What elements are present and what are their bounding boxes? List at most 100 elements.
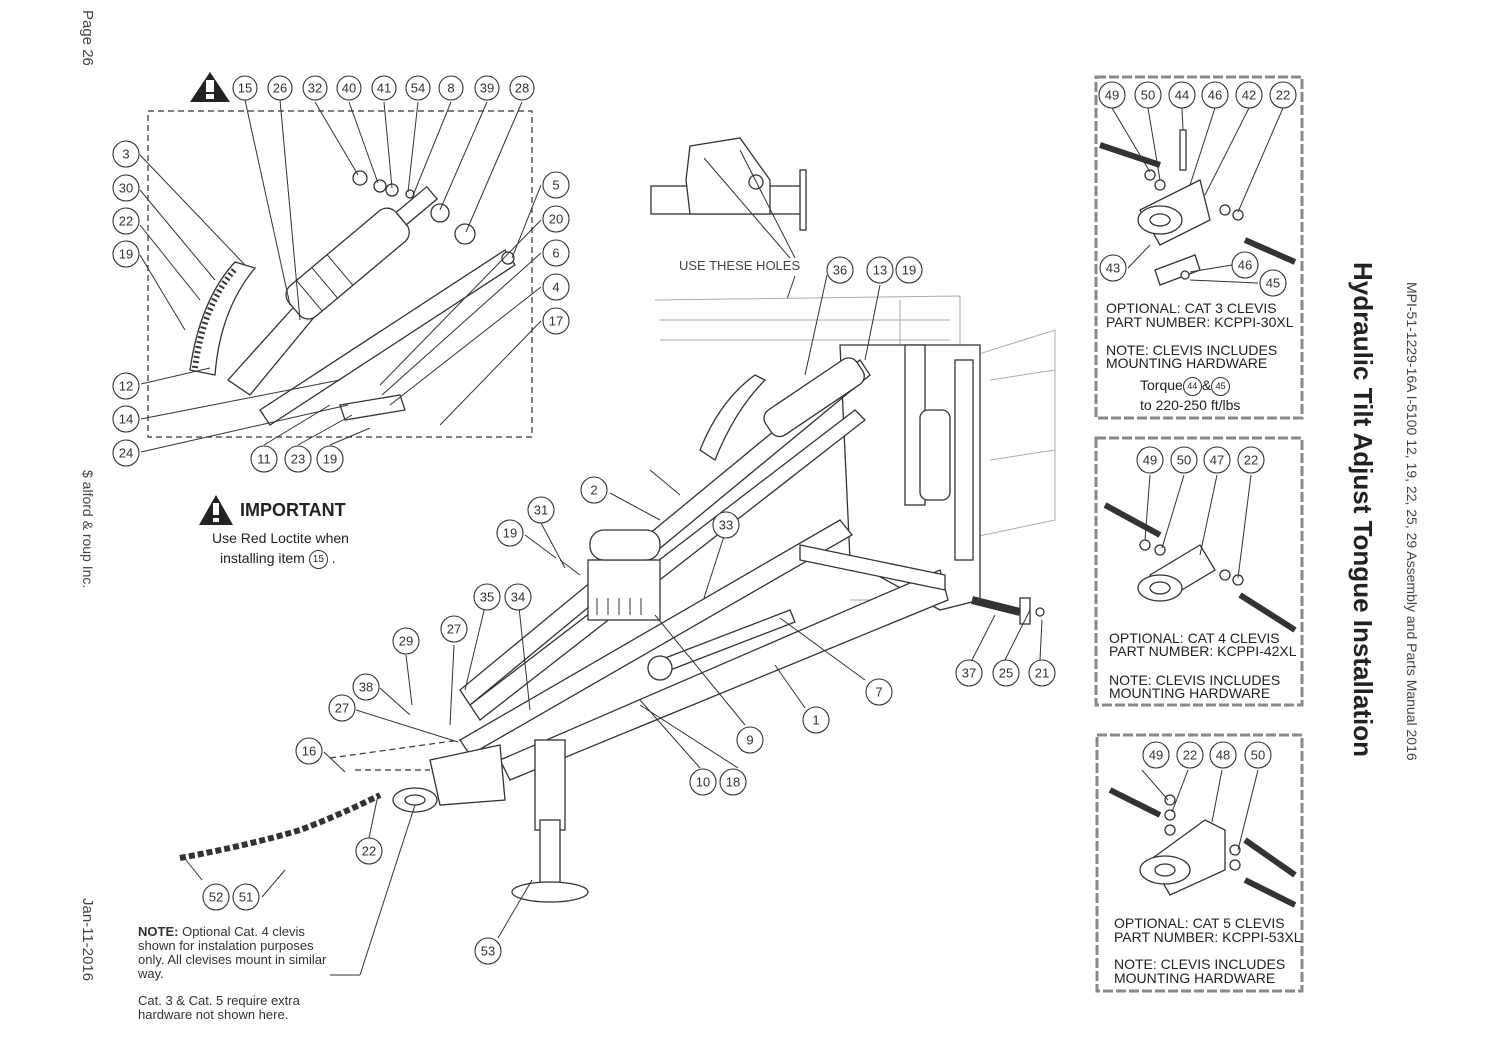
callout-5: 5 <box>542 171 570 199</box>
use-these-holes-label: USE THESE HOLES <box>679 258 801 273</box>
callout-35: 35 <box>473 583 501 611</box>
svg-text:51: 51 <box>239 890 253 905</box>
callout-49-cat5: 49 <box>1142 741 1170 769</box>
extra-hardware-note: Cat. 3 & Cat. 5 require extra hardware n… <box>138 993 300 1022</box>
pin-alignment-line <box>329 739 461 759</box>
svg-text:45: 45 <box>1266 276 1280 291</box>
svg-text:10: 10 <box>696 775 710 790</box>
leader-lines <box>139 99 1043 976</box>
cat5-line1: OPTIONAL: CAT 5 CLEVIS <box>1114 915 1285 931</box>
svg-text:49: 49 <box>1149 748 1163 763</box>
hitch-assembly <box>839 344 981 611</box>
callout-15: 15 <box>232 75 258 101</box>
svg-text:22: 22 <box>1244 453 1258 468</box>
svg-text:42: 42 <box>1242 88 1256 103</box>
warning-icon <box>190 72 230 102</box>
callout-22: 22 <box>112 207 140 235</box>
callout-11: 11 <box>250 445 278 473</box>
important-line2-suffix: . <box>331 550 336 567</box>
callout-3: 3 <box>112 140 140 168</box>
svg-text:12: 12 <box>119 379 133 394</box>
callout-27: 27 <box>440 615 468 643</box>
callout-22-cat4: 22 <box>1237 446 1265 474</box>
svg-text:21: 21 <box>1035 666 1049 681</box>
callout-22-cat3: 22 <box>1269 81 1297 109</box>
callout-50-cat5: 50 <box>1244 741 1272 769</box>
cat5-line4: MOUNTING HARDWARE <box>1114 970 1276 986</box>
cat3-line4: MOUNTING HARDWARE <box>1106 355 1268 371</box>
callout-set: 15 26 32 40 41 54 8 39 28 3 30 22 19 12 … <box>112 75 1297 965</box>
svg-text:53: 53 <box>481 944 495 959</box>
svg-text:50: 50 <box>1177 453 1191 468</box>
callout-24: 24 <box>112 439 140 467</box>
svg-text:43: 43 <box>1106 261 1120 276</box>
callout-49-cat3: 49 <box>1098 81 1126 109</box>
svg-text:27: 27 <box>335 701 349 716</box>
callout-27b: 27 <box>328 694 356 722</box>
svg-text:11: 11 <box>257 452 271 467</box>
note-text: Optional Cat. 4 clevis shown for instala… <box>138 924 327 981</box>
svg-text:41: 41 <box>377 81 391 96</box>
callout-20: 20 <box>542 205 570 233</box>
cat3-clevis-art <box>1099 129 1297 286</box>
svg-text:22: 22 <box>1276 88 1290 103</box>
cat5-clevis-art <box>1108 787 1297 908</box>
callout-50-cat3: 50 <box>1134 81 1162 109</box>
svg-text:14: 14 <box>119 412 133 427</box>
callout-54: 54 <box>405 75 431 101</box>
callout-48-cat5: 48 <box>1209 741 1237 769</box>
svg-text:35: 35 <box>480 590 494 605</box>
callout-17: 17 <box>542 307 570 335</box>
cat3-torque-value: to 220-250 ft/lbs <box>1140 397 1241 413</box>
callout-26: 26 <box>267 75 293 101</box>
svg-text:5: 5 <box>552 178 559 193</box>
cat3-line2: PART NUMBER: KCPPI-30XL <box>1106 314 1294 330</box>
important-title: IMPORTANT <box>240 500 346 520</box>
svg-text:7: 7 <box>875 685 882 700</box>
callout-2: 2 <box>580 476 608 504</box>
svg-text:16: 16 <box>302 744 316 759</box>
cat3-line3: NOTE: CLEVIS INCLUDES <box>1106 342 1278 358</box>
callout-4: 4 <box>542 273 570 301</box>
callout-25: 25 <box>992 659 1020 687</box>
svg-text:22: 22 <box>1183 748 1197 763</box>
callout-7: 7 <box>865 678 893 706</box>
callout-28: 28 <box>509 75 535 101</box>
tilt-quadrant-detail <box>189 170 516 426</box>
svg-text:49: 49 <box>1143 453 1157 468</box>
cat5-panel-frame <box>1095 733 1304 993</box>
svg-text:37: 37 <box>962 666 976 681</box>
svg-text:29: 29 <box>399 634 413 649</box>
callout-16: 16 <box>295 737 323 765</box>
callout-29: 29 <box>392 627 420 655</box>
cat4-line1: OPTIONAL: CAT 4 CLEVIS <box>1109 630 1280 646</box>
svg-text:46: 46 <box>1238 258 1252 273</box>
svg-text:32: 32 <box>308 81 322 96</box>
torque-ref-44: 44 <box>1182 377 1202 396</box>
svg-text:48: 48 <box>1216 748 1230 763</box>
callout-9: 9 <box>736 726 764 754</box>
svg-text:39: 39 <box>480 81 494 96</box>
svg-text:47: 47 <box>1210 453 1224 468</box>
callout-42-cat3: 42 <box>1235 81 1263 109</box>
callout-22-cat5: 22 <box>1176 741 1204 769</box>
callout-43-cat3: 43 <box>1099 254 1127 282</box>
callout-32: 32 <box>302 75 328 101</box>
important-line1: Use Red Loctite when <box>212 530 349 546</box>
item-ref-badge: 15 <box>308 550 328 569</box>
callout-8: 8 <box>438 75 464 101</box>
svg-text:46: 46 <box>1208 88 1222 103</box>
cat5-line2: PART NUMBER: KCPPI-53XL <box>1114 929 1302 945</box>
callout-12: 12 <box>112 372 140 400</box>
svg-text:4: 4 <box>552 280 559 295</box>
callout-36: 36 <box>826 256 854 284</box>
callout-10: 10 <box>689 768 717 796</box>
callout-50-cat4: 50 <box>1170 446 1198 474</box>
callout-38: 38 <box>352 673 380 701</box>
warning-icon <box>199 495 233 525</box>
cat4-line3: NOTE: CLEVIS INCLUDES <box>1109 672 1281 688</box>
callout-19-main: 19 <box>895 256 923 284</box>
callout-51: 51 <box>232 883 260 911</box>
svg-text:30: 30 <box>119 181 133 196</box>
torque-ref-45: 45 <box>1211 377 1231 396</box>
